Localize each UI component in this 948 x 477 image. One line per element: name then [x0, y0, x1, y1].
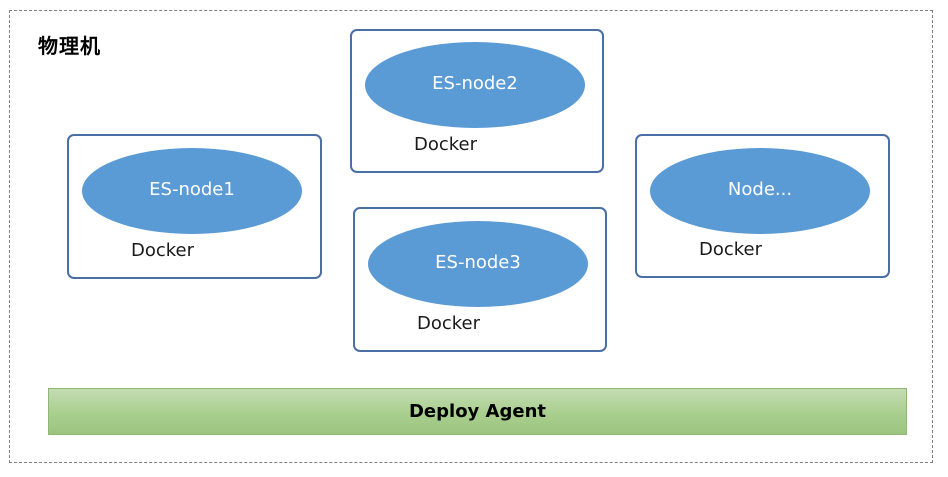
docker-label-2: Docker	[414, 134, 478, 155]
es-node1-ellipse: ES-node1	[82, 148, 302, 234]
docker-container-es-node1: ES-node1 Docker	[67, 134, 322, 279]
docker-label-4: Docker	[699, 239, 763, 260]
deploy-agent-bar: Deploy Agent	[48, 388, 907, 435]
docker-container-node-more: Node... Docker	[635, 134, 890, 278]
node-more-ellipse: Node...	[650, 148, 870, 234]
docker-label-1: Docker	[131, 240, 195, 261]
docker-container-es-node2: ES-node2 Docker	[350, 29, 604, 173]
docker-container-es-node3: ES-node3 Docker	[353, 207, 607, 352]
physical-machine-label: 物理机	[38, 34, 101, 58]
deploy-agent-label: Deploy Agent	[408, 401, 546, 422]
node-more-label: Node...	[727, 178, 793, 200]
es-node1-label: ES-node1	[149, 178, 235, 200]
docker-label-3: Docker	[417, 313, 481, 334]
es-node2-label: ES-node2	[432, 72, 518, 94]
physical-machine-frame	[9, 10, 933, 463]
es-node3-ellipse: ES-node3	[368, 221, 588, 307]
es-node3-label: ES-node3	[435, 251, 521, 273]
es-node2-ellipse: ES-node2	[365, 42, 585, 128]
